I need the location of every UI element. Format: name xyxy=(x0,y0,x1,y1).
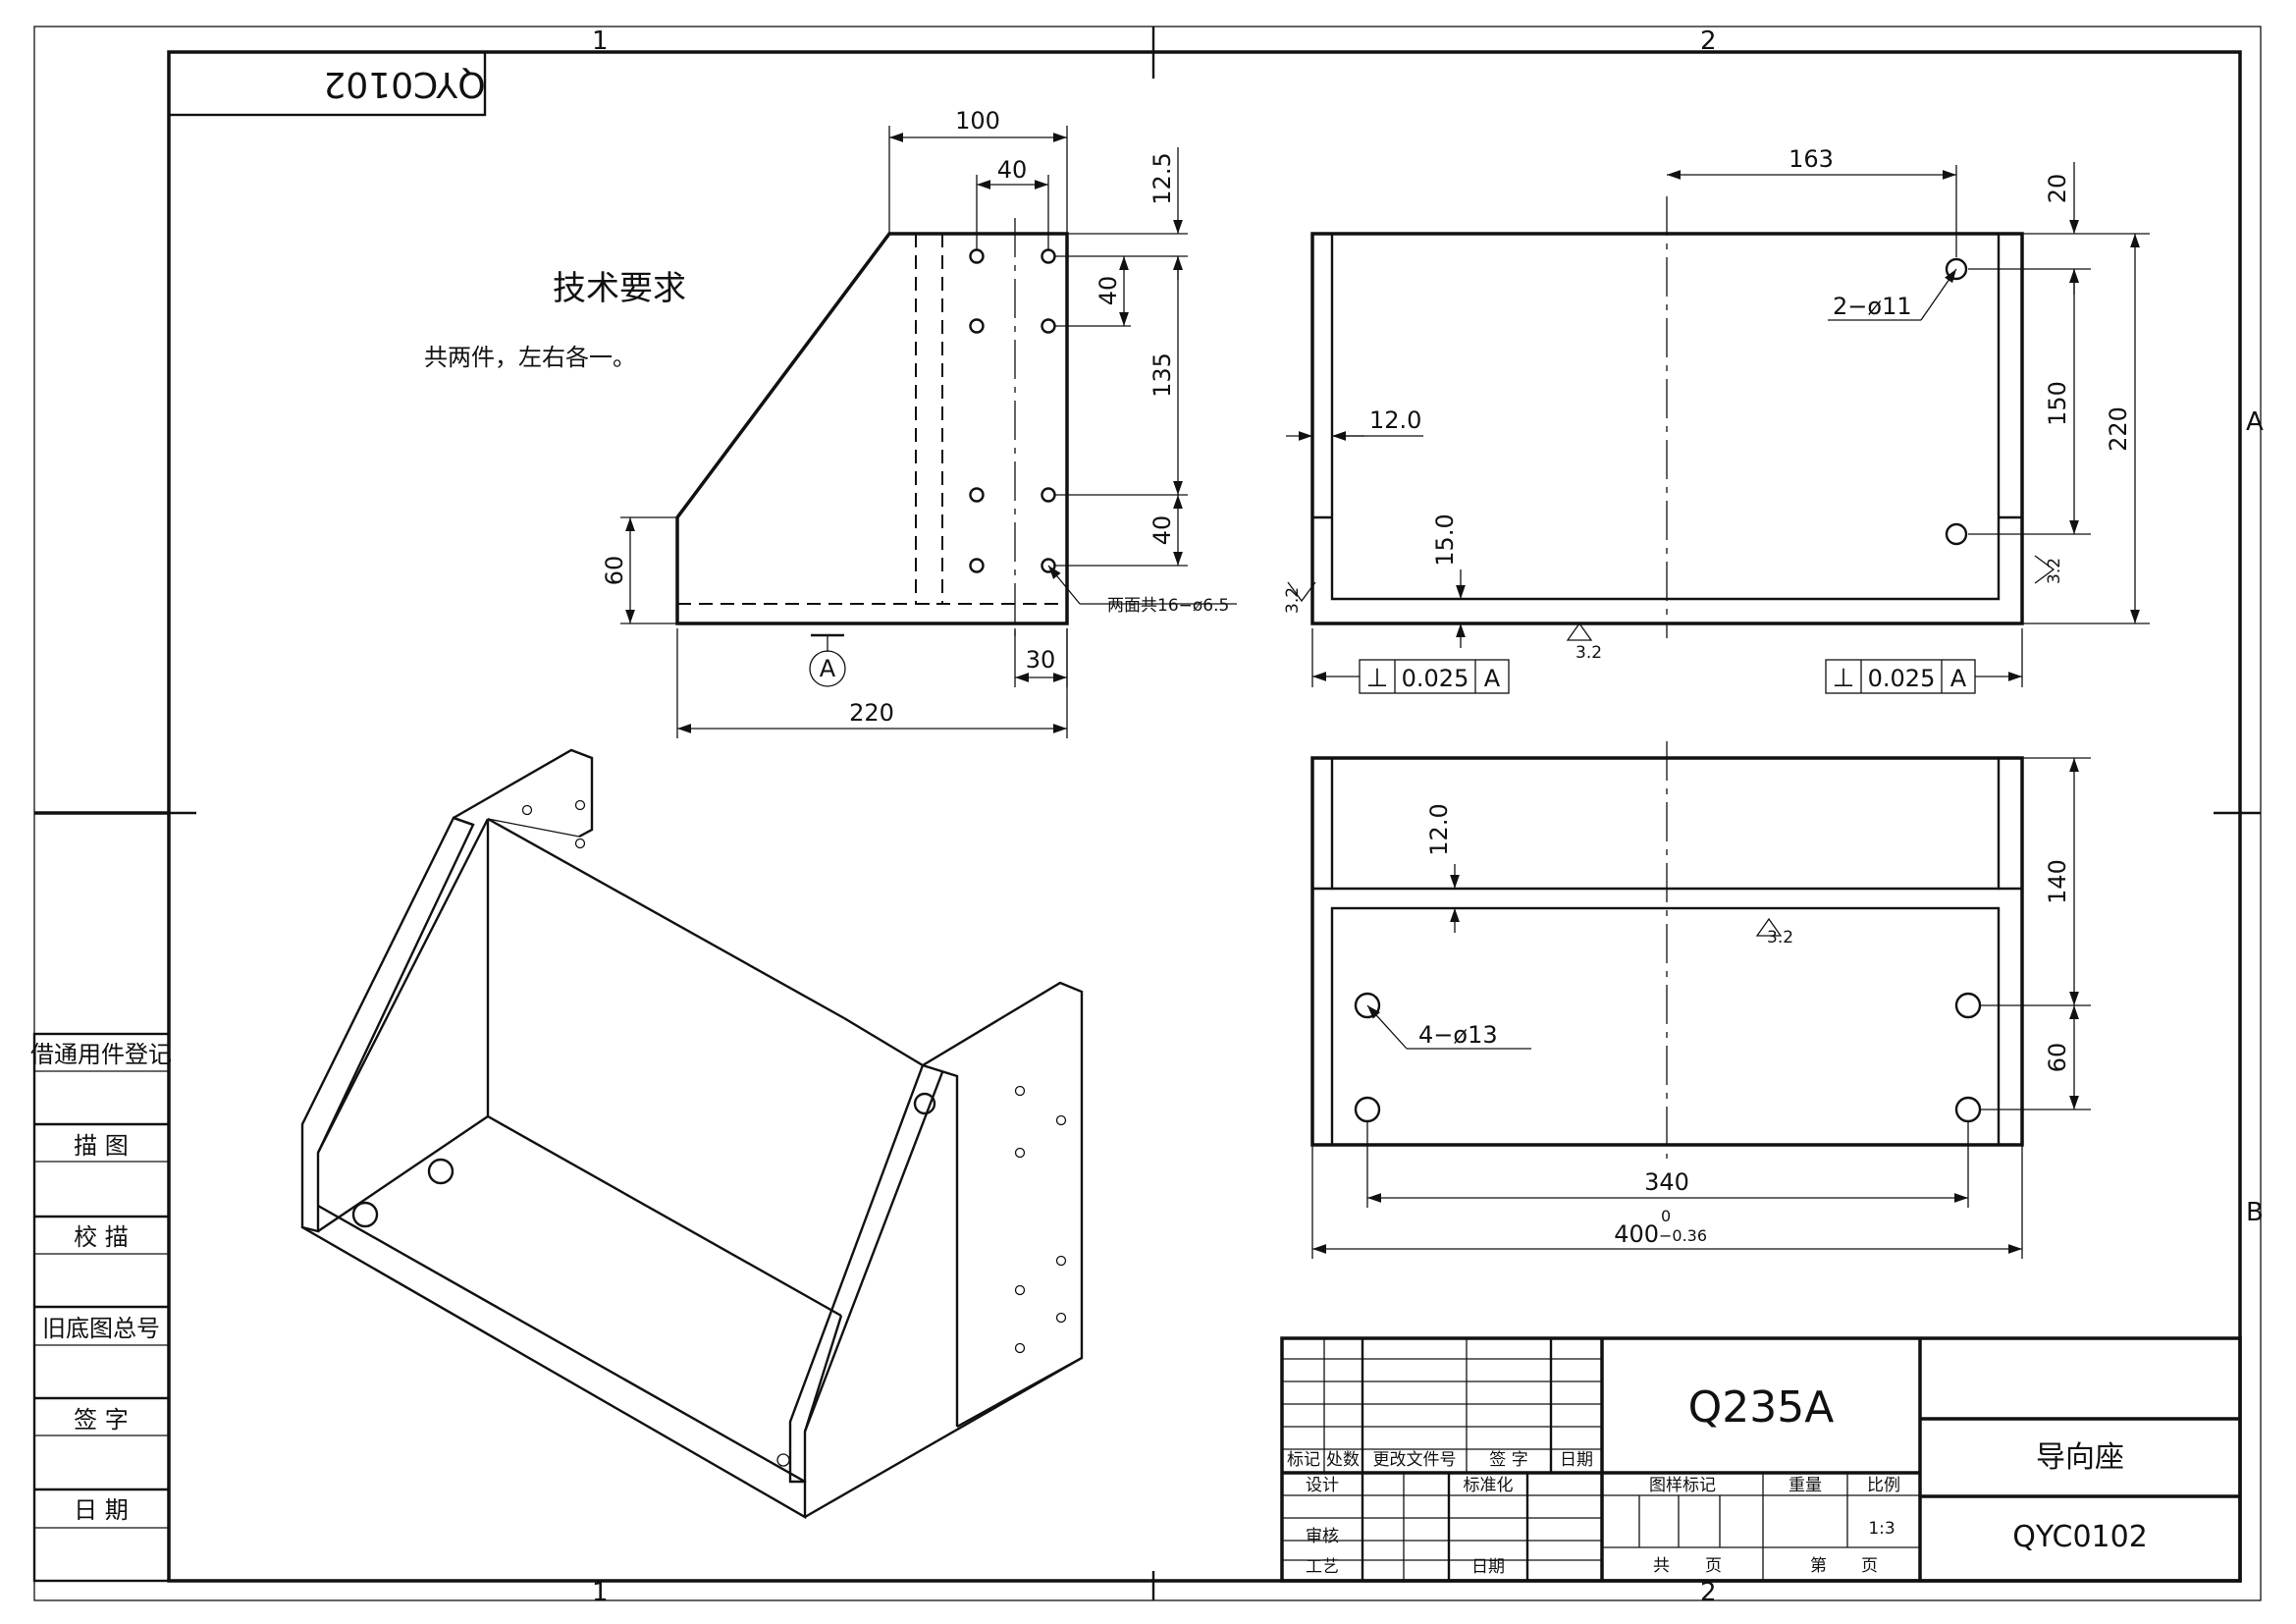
weight-label: 重量 xyxy=(1789,1476,1822,1495)
rev-header-date: 日期 xyxy=(1560,1450,1593,1470)
rev-header-sign: 签 字 xyxy=(1489,1450,1527,1470)
scale-label: 比例 xyxy=(1867,1476,1900,1495)
zone-label-1-bottom: 1 xyxy=(592,1578,609,1607)
tol-left-symbol: ⊥ xyxy=(1366,664,1389,693)
bottom-dim-400: 400 xyxy=(1614,1220,1659,1248)
front-dim-100: 100 xyxy=(955,107,1000,135)
mirrored-code-box: QYC0102 xyxy=(167,50,487,117)
bottom-hole-callout: 4−ø13 xyxy=(1418,1021,1498,1049)
top-dim-15-0: 15.0 xyxy=(1431,514,1459,566)
side-row-5: 签 字 xyxy=(74,1406,129,1434)
design-label: 设计 xyxy=(1306,1476,1339,1495)
side-row-6: 日 期 xyxy=(74,1496,129,1524)
top-dim-163: 163 xyxy=(1789,145,1834,173)
front-dim-40-b: 40 xyxy=(1148,515,1176,546)
front-view-outline xyxy=(675,232,1069,625)
total-label: 共 xyxy=(1653,1556,1670,1576)
review-label: 审核 xyxy=(1306,1527,1339,1546)
scale-value: 1:3 xyxy=(1868,1519,1895,1539)
bottom-view: 12.0 3.2 140 60 4−ø13 340 400 0 −0.36 xyxy=(1310,741,2091,1259)
front-dim-40-a: 40 xyxy=(1095,276,1122,306)
rev-header-mark: 标记 xyxy=(1287,1450,1320,1470)
side-row-1: 借通用件登记 xyxy=(30,1041,172,1068)
drawing-number: QYC0102 xyxy=(2012,1520,2148,1554)
total-page-unit: 页 xyxy=(1705,1556,1722,1576)
isometric-view xyxy=(300,748,1084,1520)
bottom-dim-12-0: 12.0 xyxy=(1425,803,1453,855)
notes-title: 技术要求 xyxy=(553,269,686,308)
tol-right-value: 0.025 xyxy=(1868,665,1936,692)
rev-header-file: 更改文件号 xyxy=(1373,1450,1457,1470)
tol-left-value: 0.025 xyxy=(1402,665,1469,692)
notes-line: 共两件，左右各一。 xyxy=(424,344,636,371)
tol-right-datum: A xyxy=(1950,665,1967,692)
tolerance-frame-right: ⊥ 0.025 A xyxy=(1825,628,2023,694)
bottom-tol-lower: −0.36 xyxy=(1659,1226,1707,1245)
bottom-dim-140: 140 xyxy=(2044,859,2071,904)
rough-bottom: 3.2 xyxy=(1575,643,1602,663)
rev-header-count: 处数 xyxy=(1326,1450,1360,1470)
mirrored-drawing-code: QYC0102 xyxy=(323,64,485,104)
top-dim-12-0: 12.0 xyxy=(1369,406,1421,434)
front-dim-12-5: 12.5 xyxy=(1148,152,1176,204)
bottom-tol-upper: 0 xyxy=(1661,1207,1671,1225)
top-hole-callout: 2−ø11 xyxy=(1833,293,1912,320)
date-label: 日期 xyxy=(1471,1557,1505,1577)
title-block: 标记 处数 更改文件号 签 字 日期 设计 标准化 审核 工艺 日期 Q235A… xyxy=(1280,1336,2242,1583)
material-label: Q235A xyxy=(1688,1382,1835,1433)
front-dim-60: 60 xyxy=(601,556,628,586)
front-dim-220: 220 xyxy=(849,699,894,727)
tol-right-symbol: ⊥ xyxy=(1833,664,1855,693)
side-row-4: 旧底图总号 xyxy=(42,1315,160,1342)
zone-label-2-top: 2 xyxy=(1700,27,1717,56)
rough-right: 3.2 xyxy=(2045,558,2064,584)
side-row-3: 校 描 xyxy=(74,1223,129,1251)
front-dim-30: 30 xyxy=(1026,646,1056,674)
top-dim-20: 20 xyxy=(2044,174,2071,204)
num-page-unit: 页 xyxy=(1861,1556,1878,1576)
front-dim-135: 135 xyxy=(1148,352,1176,398)
standard-label: 标准化 xyxy=(1464,1476,1514,1495)
top-view: 163 20 150 220 2−ø11 12.0 15.0 3.2 3.2 xyxy=(1283,145,2150,694)
mark-label: 图样标记 xyxy=(1649,1476,1716,1495)
side-block: 借通用件登记 描 图 校 描 旧底图总号 签 字 日 期 xyxy=(30,811,172,1583)
bottom-rough: 3.2 xyxy=(1767,928,1793,947)
side-row-2: 描 图 xyxy=(74,1132,129,1160)
zone-label-a: A xyxy=(2246,407,2264,437)
zone-labels: 1 2 1 2 A B xyxy=(592,27,2264,1607)
front-dim-40-top: 40 xyxy=(997,156,1028,184)
top-dim-150: 150 xyxy=(2044,381,2071,426)
tol-left-datum: A xyxy=(1484,665,1501,692)
zone-label-2-bottom: 2 xyxy=(1700,1578,1717,1607)
front-view-holes xyxy=(969,248,1056,573)
num-label: 第 xyxy=(1810,1556,1827,1576)
datum-a-label: A xyxy=(820,655,836,682)
outer-border xyxy=(33,26,2262,1601)
zone-label-1-top: 1 xyxy=(592,27,609,56)
bottom-dim-340: 340 xyxy=(1644,1168,1689,1196)
tolerance-frame-left: ⊥ 0.025 A xyxy=(1311,628,1510,694)
part-name: 导向座 xyxy=(2036,1440,2124,1475)
front-view: 100 40 12.5 40 135 40 60 30 220 xyxy=(601,107,1237,738)
top-dim-220: 220 xyxy=(2105,406,2132,452)
zone-label-b: B xyxy=(2246,1198,2264,1227)
bottom-dim-60: 60 xyxy=(2044,1043,2071,1073)
process-label: 工艺 xyxy=(1306,1557,1339,1577)
rough-left: 3.2 xyxy=(1283,587,1303,614)
front-hole-callout: 两面共16−ø6.5 xyxy=(1107,596,1229,616)
